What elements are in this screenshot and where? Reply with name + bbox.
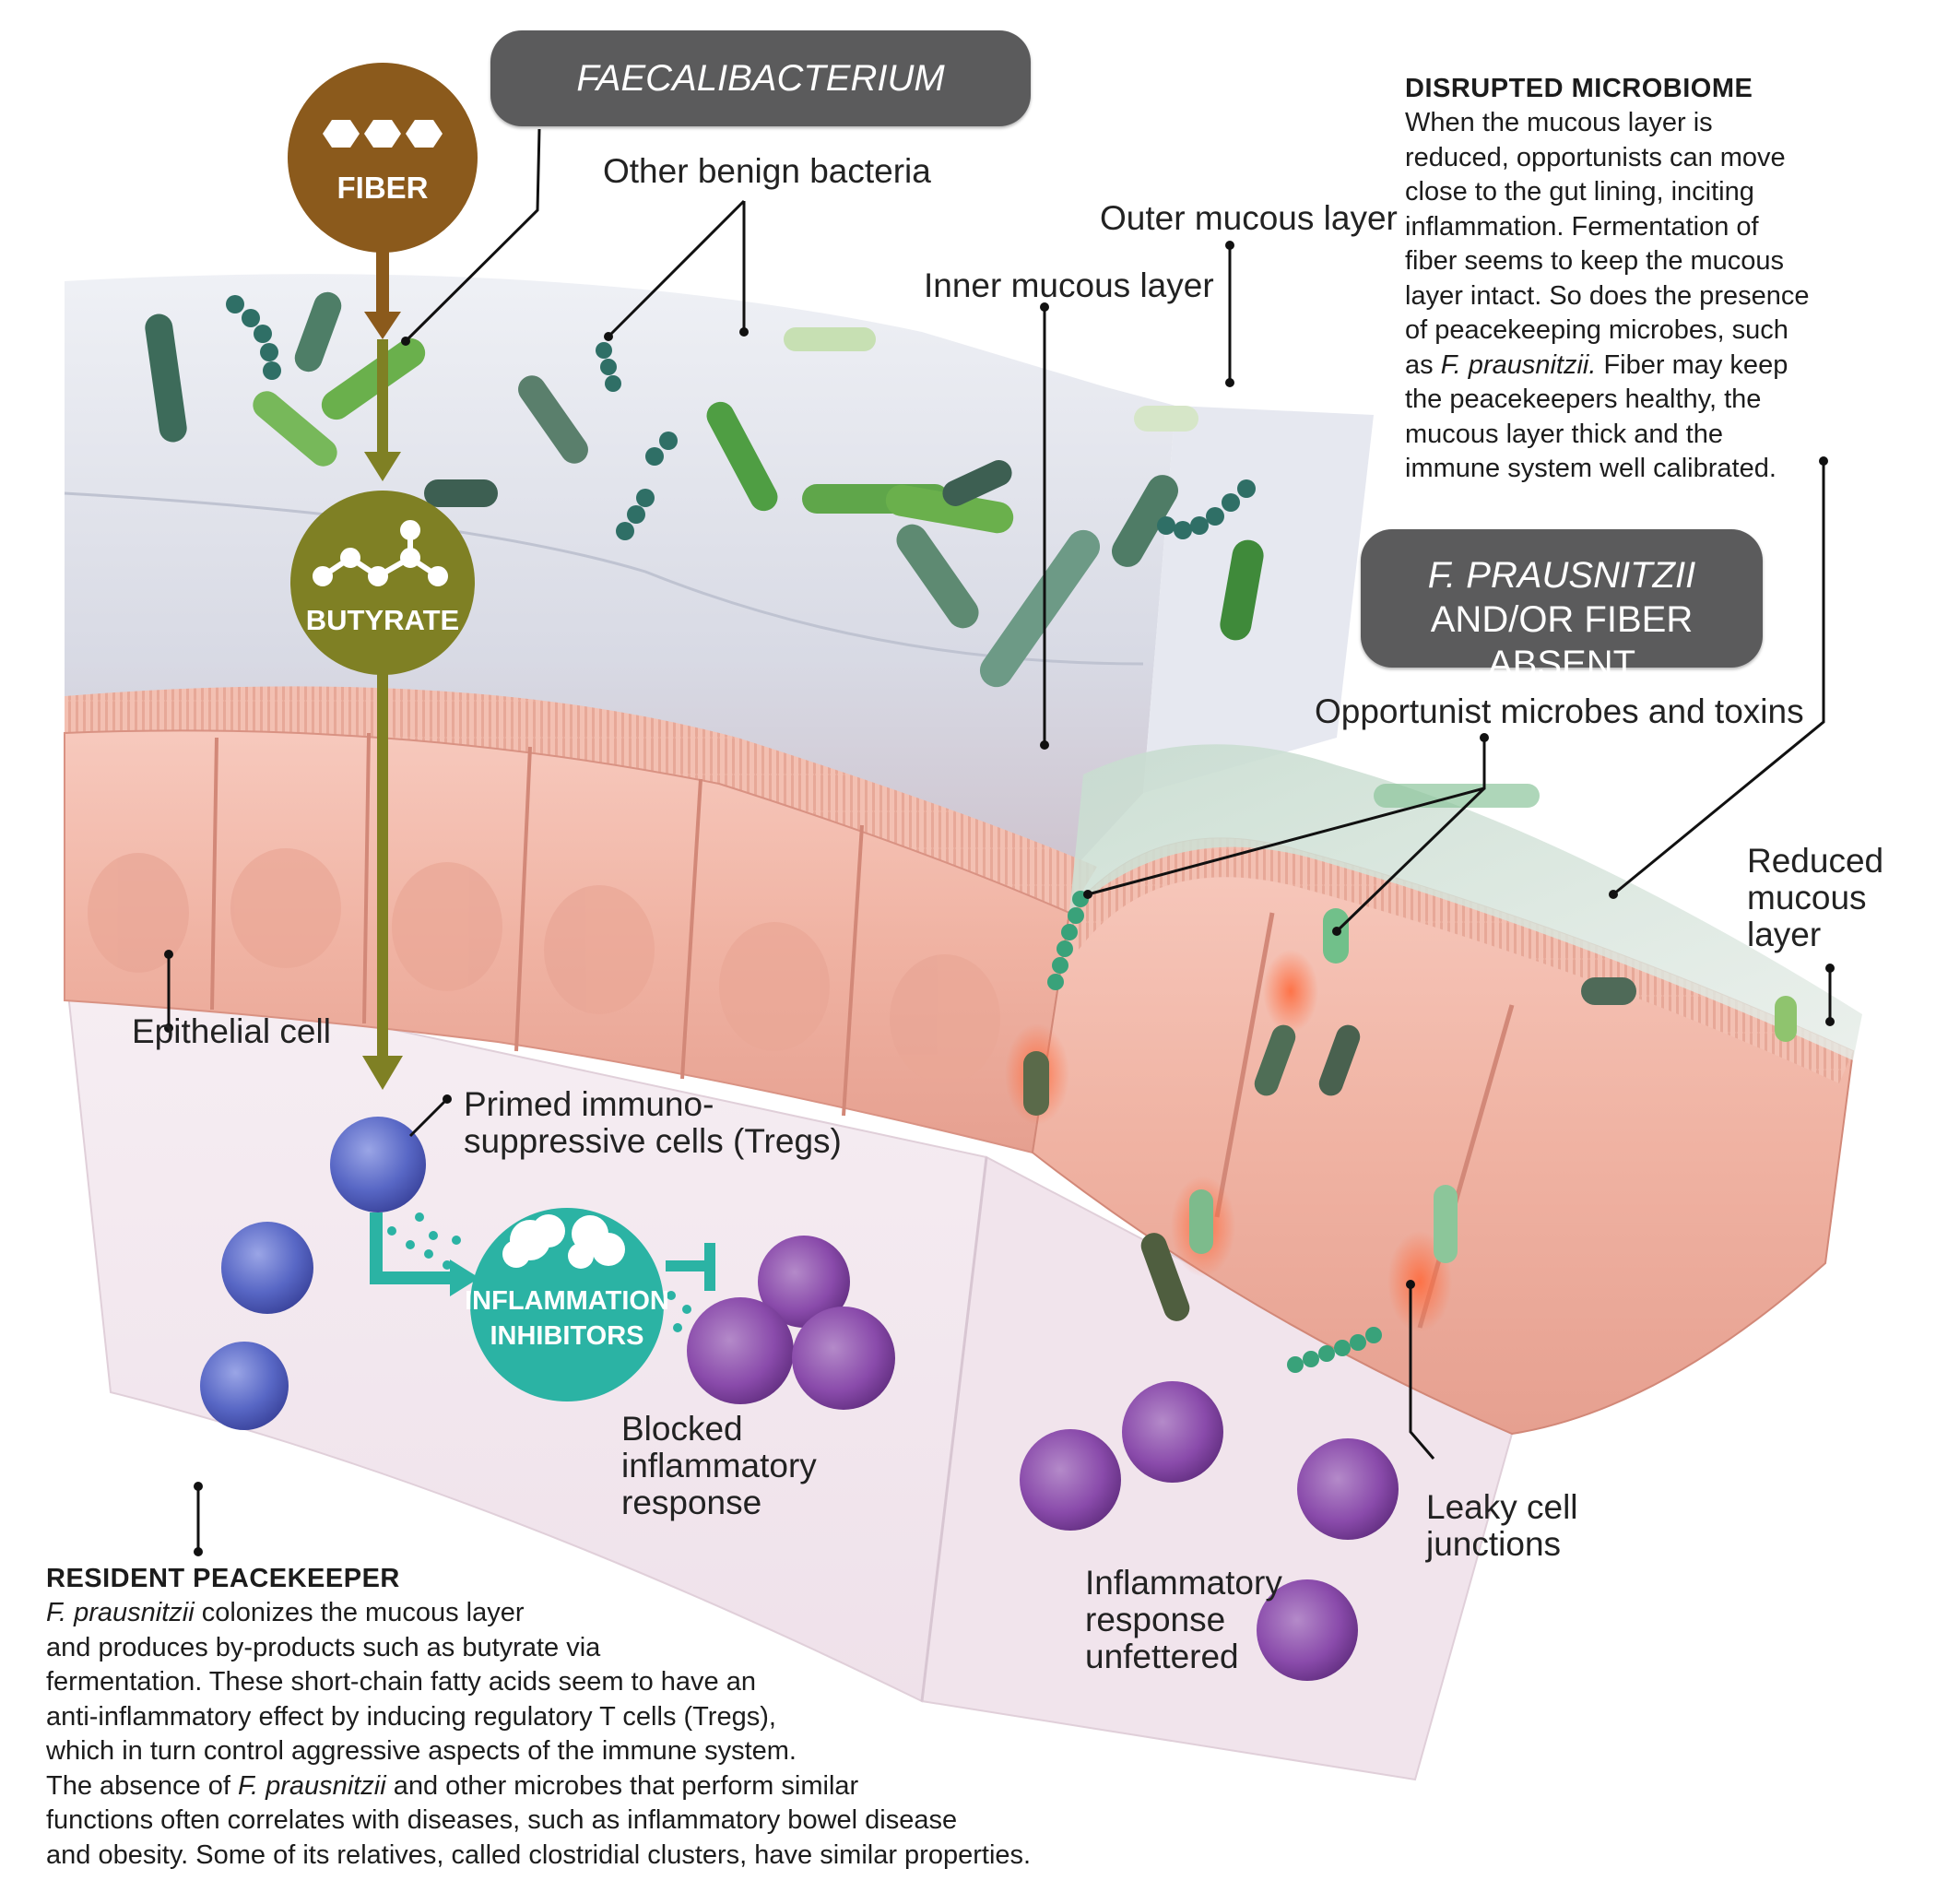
resting-immune-cells <box>200 1222 313 1430</box>
butyrate-label: BUTYRATE <box>305 604 460 636</box>
resident-line-4: anti-inflammatory effect by inducing reg… <box>46 1701 776 1732</box>
resident-line-1-post: colonizes the mucous layer <box>194 1598 525 1627</box>
label-unfettered-3: unfettered <box>1085 1638 1239 1675</box>
disrupted-line-7: of peacekeeping microbes, such <box>1405 315 1788 345</box>
label-unfettered-1: Inflammatory <box>1085 1564 1282 1602</box>
benign-chain-bacteria <box>226 295 1256 540</box>
disrupted-heading: DISRUPTED MICROBIOME <box>1405 74 1753 103</box>
label-other-benign-bacteria: Other benign bacteria <box>603 152 931 190</box>
butyrate-input-arrowhead <box>364 452 401 481</box>
leaky-junction-glows <box>1005 950 1452 1332</box>
disrupted-line-9: the peacekeepers healthy, the <box>1405 384 1762 414</box>
treg-arrowhead <box>450 1259 479 1296</box>
label-inner-mucous-layer: Inner mucous layer <box>924 266 1214 304</box>
disrupted-line-8-post: Fiber may keep <box>1596 349 1788 380</box>
treg-cell <box>330 1117 426 1212</box>
disrupted-line-10: mucous layer thick and the <box>1405 419 1723 449</box>
disrupted-line-1: When the mucous layer is <box>1405 108 1713 137</box>
absent-title-line2: AND/OR FIBER ABSENT <box>1430 599 1694 684</box>
label-leaky-2: junctions <box>1426 1525 1562 1563</box>
resident-heading: RESIDENT PEACEKEEPER <box>46 1564 400 1593</box>
label-blocked-1: Blocked <box>621 1410 743 1448</box>
label-reduced-mucous-1: Reduced <box>1747 842 1884 880</box>
resident-line-2: and produces by-products such as butyrat… <box>46 1632 601 1662</box>
resident-line-6-post: and other microbes that perform similar <box>385 1770 859 1801</box>
opportunist-microbes <box>1023 784 1797 1373</box>
epithelial-cell-dividers <box>210 732 864 1117</box>
label-unfettered-2: response <box>1085 1601 1226 1638</box>
unfettered-inflammatory-cells <box>1020 1381 1399 1681</box>
faecalibacterium-title: FAECALIBACTERIUM PRAUSNITZII <box>490 30 1031 195</box>
disrupted-line-5: fiber seems to keep the mucous <box>1405 246 1785 276</box>
disrupted-villi <box>1069 838 1853 1083</box>
absent-title-line1: F. PRAUSNITZII <box>1427 555 1696 596</box>
label-epithelial-cell: Epithelial cell <box>132 1012 331 1050</box>
disrupted-line-3: close to the gut lining, inciting <box>1405 177 1754 207</box>
leader-dots <box>164 241 1835 1556</box>
label-opportunist-microbes: Opportunist microbes and toxins <box>1315 692 1804 730</box>
resident-line-5: which in turn control aggressive aspects… <box>46 1736 797 1766</box>
disrupted-line-2: reduced, opportunists can move <box>1405 142 1786 172</box>
resident-line-3: fermentation. These short-chain fatty ac… <box>46 1667 756 1697</box>
inflammation-label: INFLAMMATION <box>465 1286 669 1316</box>
absent-title: F. PRAUSNITZII AND/OR FIBER ABSENT <box>1361 529 1763 684</box>
label-leaky-1: Leaky cell <box>1426 1488 1578 1526</box>
resident-line-1-italic: F. prausnitzii <box>46 1598 195 1627</box>
resident-line-7: functions often correlates with diseases… <box>46 1805 958 1835</box>
leader-lines <box>167 128 1832 1552</box>
inhibitors-label: INHIBITORS <box>490 1321 644 1351</box>
disrupted-line-4: inflammation. Fermentation of <box>1405 211 1759 242</box>
label-primed-1: Primed immuno- <box>464 1085 714 1123</box>
inhibition-bar <box>666 1243 715 1291</box>
resident-peacekeeper-block: RESIDENT PEACEKEEPER F. prausnitzii colo… <box>46 1562 1134 1873</box>
disrupted-line-11: immune system well calibrated. <box>1405 454 1777 483</box>
fiber-label: FIBER <box>336 171 429 205</box>
resident-line-6-pre: The absence of <box>46 1770 238 1801</box>
label-outer-mucous-layer: Outer mucous layer <box>1100 199 1398 237</box>
label-blocked-2: inflammatory <box>621 1447 817 1484</box>
butyrate-arrowhead <box>362 1056 403 1090</box>
epithelial-nuclei <box>88 848 1000 1083</box>
fiber-hexagon-icon <box>323 120 443 148</box>
block-edge-line <box>920 1156 988 1702</box>
resident-line-8: and obesity. Some of its relatives, call… <box>46 1839 1032 1870</box>
benign-bacteria <box>145 291 1264 688</box>
epithelium-villi <box>65 686 1097 913</box>
blocked-inflammatory-cells <box>687 1236 895 1410</box>
mucous-right-face <box>1143 406 1374 793</box>
butyrate-molecule-icon <box>313 520 448 586</box>
resident-line-1: F. prausnitzii colonizes the mucous laye… <box>46 1596 1134 1631</box>
inhibitor-molecule-icons <box>502 1214 625 1269</box>
fiber-bubble <box>288 63 478 253</box>
outer-mucous-boundary <box>64 491 1144 666</box>
disrupted-line-8-pre: as <box>1405 349 1441 380</box>
label-reduced-mucous-2: mucous layer <box>1747 879 1867 953</box>
disrupted-line-6: layer intact. So does the presence <box>1405 280 1810 311</box>
resident-line-6-italic: F. prausnitzii <box>237 1770 386 1801</box>
disrupted-line-8-italic: F. prausnitzii. <box>1440 349 1597 380</box>
fiber-arrowhead <box>364 312 401 339</box>
disrupted-line-8: as F. prausnitzii. Fiber may keep <box>1405 349 1921 384</box>
disrupted-microbiome-block: DISRUPTED MICROBIOME When the mucous lay… <box>1405 72 1921 487</box>
reduced-mucous-overlay <box>1069 744 1862 1060</box>
label-blocked-3: response <box>621 1484 762 1521</box>
treg-to-inhibitor-arrow <box>370 1212 452 1284</box>
resident-line-6: The absence of F. prausnitzii and other … <box>46 1769 1134 1804</box>
label-primed-2: suppressive cells (Tregs) <box>464 1122 842 1160</box>
